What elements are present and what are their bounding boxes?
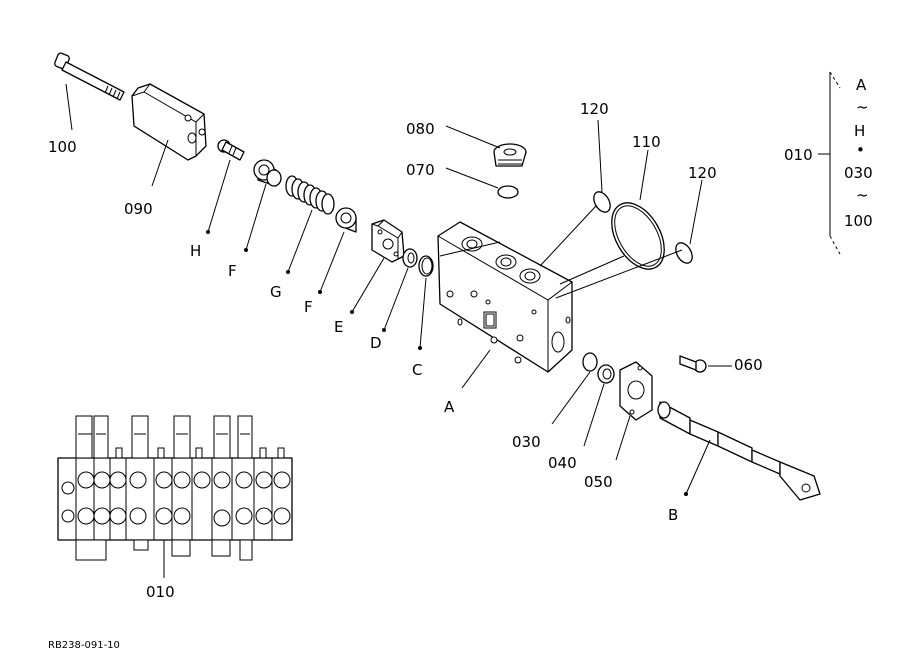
callout-080: 080 — [406, 120, 435, 138]
legend-line-3: H — [854, 122, 865, 140]
legend-line-7: 100 — [844, 212, 873, 230]
assembly-callout-010: 010 — [146, 583, 175, 601]
legend-line-6: ~ — [856, 186, 869, 204]
o-ring-C[interactable] — [418, 255, 434, 277]
plug-080[interactable] — [493, 143, 527, 167]
washer-D[interactable] — [402, 248, 418, 268]
valve-stack-assembly-010: 010 — [57, 415, 293, 601]
letter-H: H — [190, 242, 201, 260]
callout-120-right: 120 — [688, 164, 717, 182]
large-o-ring-110[interactable] — [601, 194, 675, 278]
drawing-id: RB238-091-10 — [48, 640, 120, 651]
bolt-100[interactable] — [54, 52, 125, 101]
o-ring-030[interactable] — [582, 352, 598, 372]
letter-G: G — [270, 283, 282, 301]
callout-120-left: 120 — [580, 100, 609, 118]
o-ring-120-left[interactable] — [590, 189, 613, 215]
callout-090: 090 — [124, 200, 153, 218]
letter-B: B — [668, 506, 678, 524]
legend-line-4: • — [856, 141, 865, 159]
spool-B[interactable] — [657, 401, 821, 501]
screw-060[interactable] — [679, 355, 707, 373]
letter-C: C — [412, 361, 422, 379]
legend-label: 010 — [784, 146, 813, 164]
cap-housing-090[interactable] — [131, 83, 207, 161]
legend-line-2: ~ — [856, 98, 869, 116]
callout-030: 030 — [512, 433, 541, 451]
spring-G[interactable] — [285, 175, 335, 215]
letter-E: E — [334, 318, 343, 336]
callout-100: 100 — [48, 138, 77, 156]
legend-line-5: 030 — [844, 164, 873, 182]
legend-010: 010 A ~ H • 030 ~ 100 — [784, 71, 873, 255]
o-ring-070[interactable] — [497, 185, 519, 199]
plug-screw-H[interactable] — [217, 139, 245, 161]
letter-A: A — [444, 398, 455, 416]
callout-060: 060 — [734, 356, 763, 374]
flange-plate-050[interactable] — [619, 361, 653, 421]
leader-dots — [206, 230, 688, 496]
valve-body-A[interactable] — [437, 221, 573, 373]
letter-F-left: F — [228, 262, 237, 280]
legend-line-1: A — [856, 76, 867, 94]
callout-110: 110 — [632, 133, 661, 151]
callout-070: 070 — [406, 161, 435, 179]
sleeve-F-left[interactable] — [253, 159, 282, 187]
callout-050: 050 — [584, 473, 613, 491]
sleeve-F-right[interactable] — [335, 207, 357, 233]
callout-040: 040 — [548, 454, 577, 472]
letter-D: D — [370, 334, 382, 352]
leader-lines — [65, 83, 732, 495]
o-ring-120-right[interactable] — [672, 240, 695, 266]
letter-F-right: F — [304, 298, 313, 316]
washer-040[interactable] — [597, 364, 615, 384]
flange-plate-E[interactable] — [371, 219, 405, 263]
